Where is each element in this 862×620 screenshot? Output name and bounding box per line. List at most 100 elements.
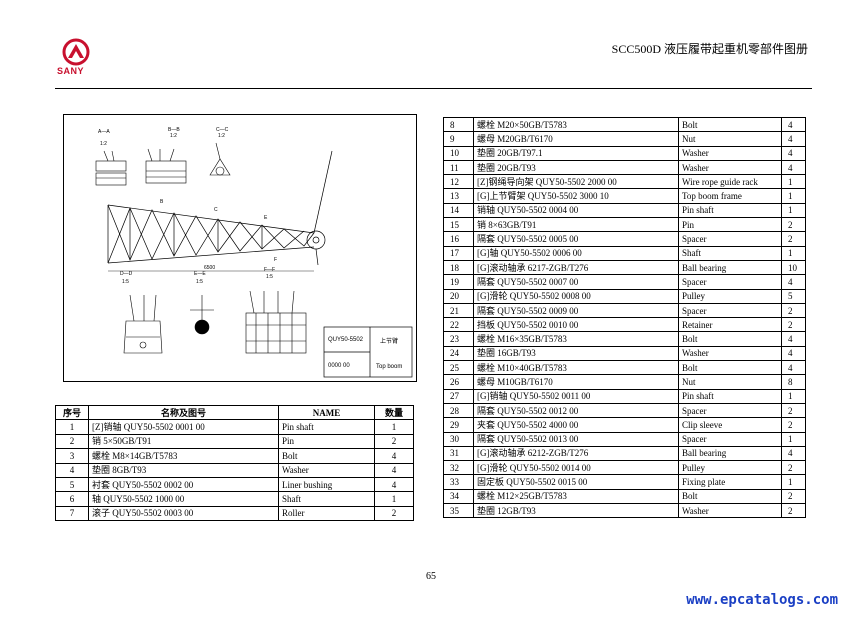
part-quantity: 2	[781, 460, 806, 476]
svg-text:C: C	[214, 207, 218, 213]
part-name-drawing-no: 固定板 QUY50-5502 0015 00	[473, 474, 679, 490]
brand-name: SANY	[57, 66, 85, 76]
part-name-drawing-no: 螺栓 M12×25GB/T5783	[473, 488, 679, 505]
part-quantity: 4	[781, 116, 806, 133]
part-quantity: 5	[781, 288, 806, 304]
part-name-drawing-no: 隔套 QUY50-5502 0007 00	[473, 274, 679, 290]
part-number: 6	[55, 491, 89, 507]
part-quantity: 2	[781, 217, 806, 233]
part-quantity: 2	[374, 433, 414, 450]
part-quantity: 10	[781, 259, 806, 276]
watermark-link[interactable]: www.epcatalogs.com	[686, 592, 838, 608]
scale-e: 1:5	[196, 279, 203, 285]
part-name-en: Washer	[278, 462, 375, 478]
part-number: 4	[55, 462, 89, 478]
part-name-en: Washer	[678, 145, 782, 161]
part-name-en: Spacer	[678, 402, 782, 419]
part-name-en: Liner bushing	[278, 476, 375, 493]
part-name-en: Nut	[678, 131, 782, 147]
part-number: 8	[443, 116, 474, 133]
part-quantity: 2	[781, 488, 806, 505]
part-quantity: 4	[374, 462, 414, 478]
scale-b: 1:2	[170, 133, 177, 139]
part-name-drawing-no: [G]上节臂架 QUY50-5502 3000 10	[473, 188, 679, 204]
part-name-drawing-no: [G]轴 QUY50-5502 0006 00	[473, 245, 679, 261]
part-name-drawing-no: 垫圈 8GB/T93	[88, 462, 279, 478]
part-quantity: 8	[781, 374, 806, 390]
part-number: 19	[443, 274, 474, 290]
part-number: 15	[443, 217, 474, 233]
part-quantity: 2	[781, 231, 806, 247]
part-name-drawing-no: 隔套 QUY50-5502 0013 00	[473, 431, 679, 447]
part-name-en: Washer	[678, 159, 782, 176]
part-name-drawing-no: [G]滚动轴承 6212-ZGB/T276	[473, 445, 679, 462]
part-name-en: Bolt	[678, 116, 782, 133]
part-name-en: Pin shaft	[678, 202, 782, 219]
part-quantity: 4	[374, 476, 414, 493]
part-number: 34	[443, 488, 474, 505]
part-number: 23	[443, 331, 474, 347]
section-label-c: C—C	[216, 127, 229, 133]
part-name-en: Bolt	[278, 448, 375, 464]
part-number: 5	[55, 476, 89, 493]
part-name-drawing-no: 隔套 QUY50-5502 0012 00	[473, 402, 679, 419]
section-label-f: F—F	[264, 267, 275, 273]
part-number: 7	[55, 505, 89, 522]
header-qty: 数量	[374, 404, 414, 421]
part-name-en: Top boom frame	[678, 188, 782, 204]
scale-c: 1:2	[218, 133, 225, 139]
part-number: 30	[443, 431, 474, 447]
part-name-drawing-no: 垫圈 12GB/T93	[473, 503, 679, 519]
part-name-drawing-no: 隔套 QUY50-5502 0009 00	[473, 302, 679, 319]
header-name-drawing-no: 名称及图号	[88, 404, 279, 421]
part-name-drawing-no: 隔套 QUY50-5502 0005 00	[473, 231, 679, 247]
part-name-en: Fixing plate	[678, 474, 782, 490]
part-name-en: Pin shaft	[278, 419, 375, 435]
part-quantity: 4	[781, 131, 806, 147]
part-name-en: Nut	[678, 374, 782, 390]
part-quantity: 2	[374, 505, 414, 522]
part-name-drawing-no: [Z]钢绳导向架 QUY50-5502 2000 00	[473, 174, 679, 190]
part-name-en: Ball bearing	[678, 445, 782, 462]
part-name-en: Roller	[278, 505, 375, 522]
part-name-drawing-no: 螺栓 M8×14GB/T5783	[88, 448, 279, 464]
part-quantity: 2	[781, 503, 806, 519]
part-name-en: Pin	[678, 217, 782, 233]
part-number: 18	[443, 259, 474, 276]
part-quantity: 4	[781, 360, 806, 376]
part-quantity: 1	[781, 431, 806, 447]
page-number: 65	[426, 571, 436, 582]
part-name-en: Washer	[678, 503, 782, 519]
part-quantity: 4	[374, 448, 414, 464]
part-name-drawing-no: 螺母 M10GB/T6170	[473, 374, 679, 390]
part-number: 13	[443, 188, 474, 204]
part-name-drawing-no: 螺栓 M10×40GB/T5783	[473, 360, 679, 376]
part-name-en: Wire rope guide rack	[678, 174, 782, 190]
svg-text:E: E	[264, 215, 268, 221]
part-number: 35	[443, 503, 474, 519]
part-number: 22	[443, 317, 474, 333]
part-name-drawing-no: 垫圈 20GB/T97.1	[473, 145, 679, 161]
part-quantity: 1	[781, 474, 806, 490]
part-name-en: Pin	[278, 433, 375, 450]
